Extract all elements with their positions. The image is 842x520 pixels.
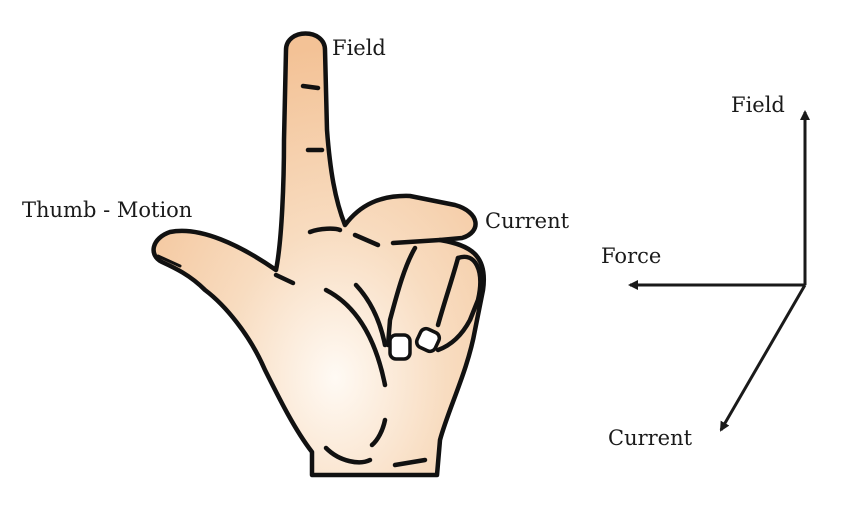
fingernail-2 — [414, 326, 442, 354]
fingernail-1 — [388, 333, 412, 361]
middle-finger-bottom — [390, 237, 443, 246]
current-arrow — [719, 284, 807, 432]
wrist-crease — [323, 445, 373, 465]
curled-finger-outer — [435, 254, 483, 353]
thumb-label: Thumb - Motion — [22, 198, 193, 222]
palm-crease-1 — [323, 287, 388, 388]
curled-finger-little — [435, 255, 461, 328]
field-axis-label: Field — [731, 93, 785, 117]
thumb-crease — [273, 272, 296, 286]
index-crease-1 — [300, 83, 321, 91]
hand-drawing — [151, 31, 487, 478]
knuckle-crease-2 — [352, 232, 381, 248]
thumb-nail — [156, 254, 182, 268]
curled-finger-ring — [385, 245, 418, 348]
hand-outline — [151, 31, 487, 478]
force-axis-label: Force — [601, 244, 662, 268]
current-axis-label: Current — [608, 426, 693, 450]
knuckle-crease — [307, 226, 343, 235]
wrist-crease-2 — [369, 417, 388, 448]
axes-arrows — [628, 110, 810, 432]
palm-crease-2 — [353, 282, 388, 348]
wrist-crease-3 — [392, 457, 428, 468]
index-finger-label: Field — [332, 36, 386, 60]
middle-finger-label: Current — [485, 209, 570, 233]
